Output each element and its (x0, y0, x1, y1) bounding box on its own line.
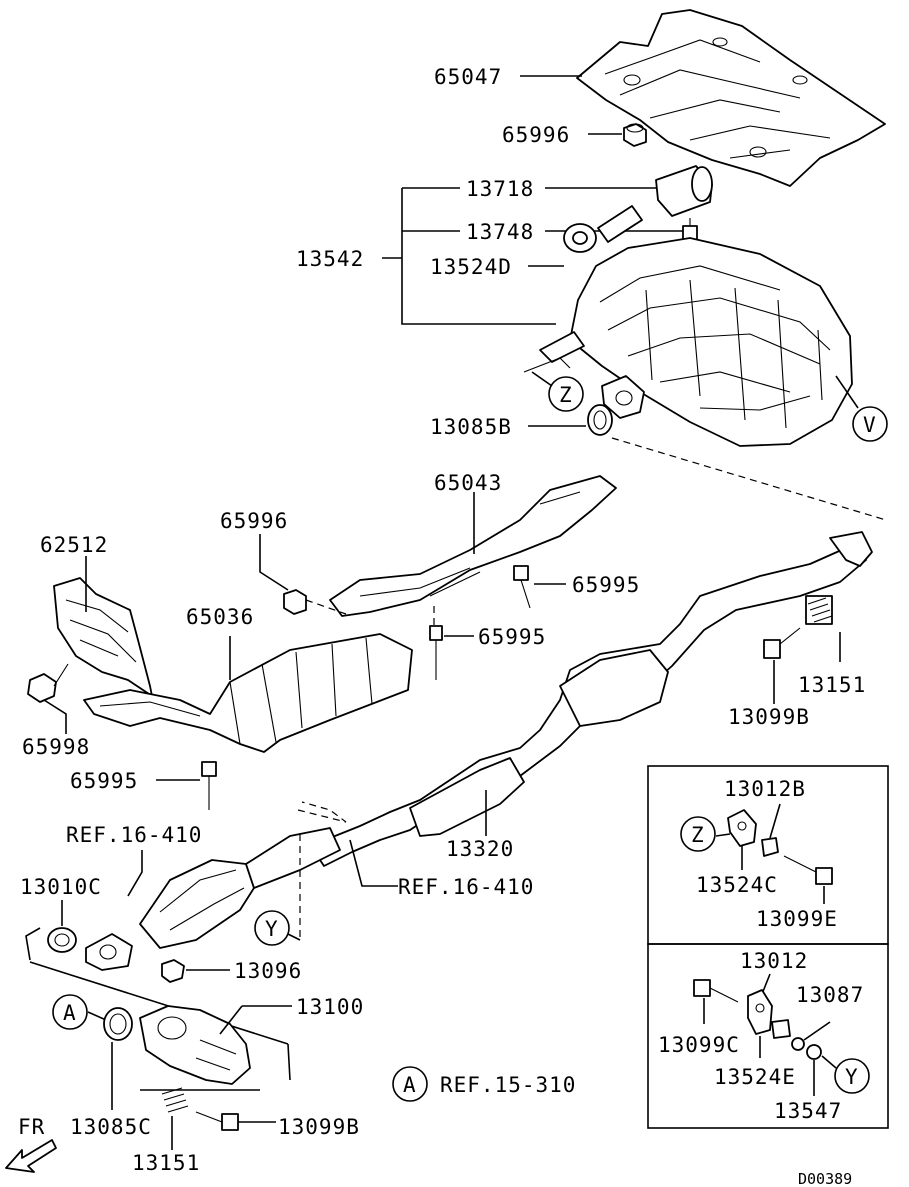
label-13010c: 13010C (20, 875, 102, 899)
nut-front-drawing (161, 959, 185, 983)
callout-a-diagram: A (63, 1001, 77, 1025)
label-13096: 13096 (234, 959, 302, 983)
center-exhaust-pipe-drawing (315, 531, 873, 867)
nut-upper-drawing (623, 123, 647, 147)
label-13085b: 13085B (430, 415, 512, 439)
washer-13087-drawing (791, 1037, 805, 1051)
heat-protector-front-drawing (83, 633, 413, 753)
bolt-center-2-drawing (429, 625, 443, 680)
hanger-13524c-drawing (761, 837, 779, 857)
label-62512: 62512 (40, 533, 108, 557)
nut-center-drawing (283, 589, 307, 615)
label-13151-rear: 13151 (798, 673, 866, 697)
label-13099e: 13099E (756, 907, 838, 931)
direction-label: FR (18, 1115, 45, 1139)
label-13099b-rear: 13099B (728, 705, 810, 729)
nut-13547-drawing (806, 1044, 822, 1060)
tail-pipe-drawing (597, 165, 713, 243)
bolt-a-drawing (195, 1111, 239, 1131)
label-13100: 13100 (296, 995, 364, 1019)
callout-a-ref: A (403, 1073, 417, 1097)
hanger-13524e-drawing (771, 1019, 791, 1039)
label-65043: 65043 (434, 471, 502, 495)
spring-rear-drawing (805, 595, 833, 625)
bolt-center-1-drawing (513, 565, 531, 609)
label-65047: 65047 (434, 65, 502, 89)
label-65036: 65036 (186, 605, 254, 629)
diagram-code: D00389 (798, 1170, 852, 1187)
detail-box-y (647, 943, 889, 1129)
bolt-front-drawing (201, 761, 217, 810)
label-13748: 13748 (466, 220, 534, 244)
label-13524c: 13524C (696, 873, 778, 897)
front-pipe-catalyst-drawing (85, 827, 341, 971)
gasket-a-drawing (103, 1007, 133, 1041)
ref-16-410-left: REF.16-410 (66, 823, 202, 847)
label-65995-1: 65995 (572, 573, 640, 597)
main-muffler-drawing (523, 237, 853, 447)
callout-y-detail: Y (845, 1065, 859, 1089)
label-13542: 13542 (296, 247, 364, 271)
label-13524d: 13524D (430, 255, 512, 279)
bolt-left-nut-drawing (27, 663, 69, 703)
gasket-front-drawing (47, 927, 77, 953)
heat-protector-floor-drawing (53, 577, 153, 697)
spring-a-drawing (161, 1087, 189, 1113)
front-direction-arrow (5, 1139, 57, 1173)
label-65998: 65998 (22, 735, 90, 759)
label-13151-a: 13151 (132, 1151, 200, 1175)
callout-v: V (863, 413, 877, 437)
bolt-13099c-drawing (693, 979, 739, 1003)
gasket-rear-drawing (587, 404, 613, 436)
label-13012b: 13012B (724, 777, 806, 801)
label-13718: 13718 (466, 177, 534, 201)
label-13099c: 13099C (658, 1033, 740, 1057)
bracket-13012-drawing (747, 989, 773, 1035)
rubber-hanger-d-drawing (563, 223, 597, 253)
label-13524e: 13524E (714, 1065, 796, 1089)
label-65995-2: 65995 (478, 625, 546, 649)
ref-16-410-right: REF.16-410 (398, 875, 534, 899)
label-65996-center: 65996 (220, 509, 288, 533)
bolt-rear-drawing (763, 627, 801, 659)
callout-z-detail: Z (691, 823, 705, 847)
label-65995-front: 65995 (70, 769, 138, 793)
heat-protector-rear-drawing (576, 9, 886, 187)
callout-y-main: Y (265, 917, 279, 941)
label-13085c: 13085C (70, 1115, 152, 1139)
callout-z-main: Z (559, 383, 573, 407)
bolt-13099e-drawing (783, 855, 833, 885)
label-13547: 13547 (774, 1099, 842, 1123)
front-pipe-13100-drawing (139, 1005, 251, 1085)
label-65996-upper: 65996 (502, 123, 570, 147)
label-13320: 13320 (446, 837, 514, 861)
heat-protector-center-drawing (329, 475, 617, 617)
label-13099b-a: 13099B (278, 1115, 360, 1139)
label-13012: 13012 (740, 949, 808, 973)
bracket-13012b-drawing (727, 809, 757, 847)
label-13087: 13087 (796, 983, 864, 1007)
ref-15-310: REF.15-310 (440, 1073, 576, 1097)
